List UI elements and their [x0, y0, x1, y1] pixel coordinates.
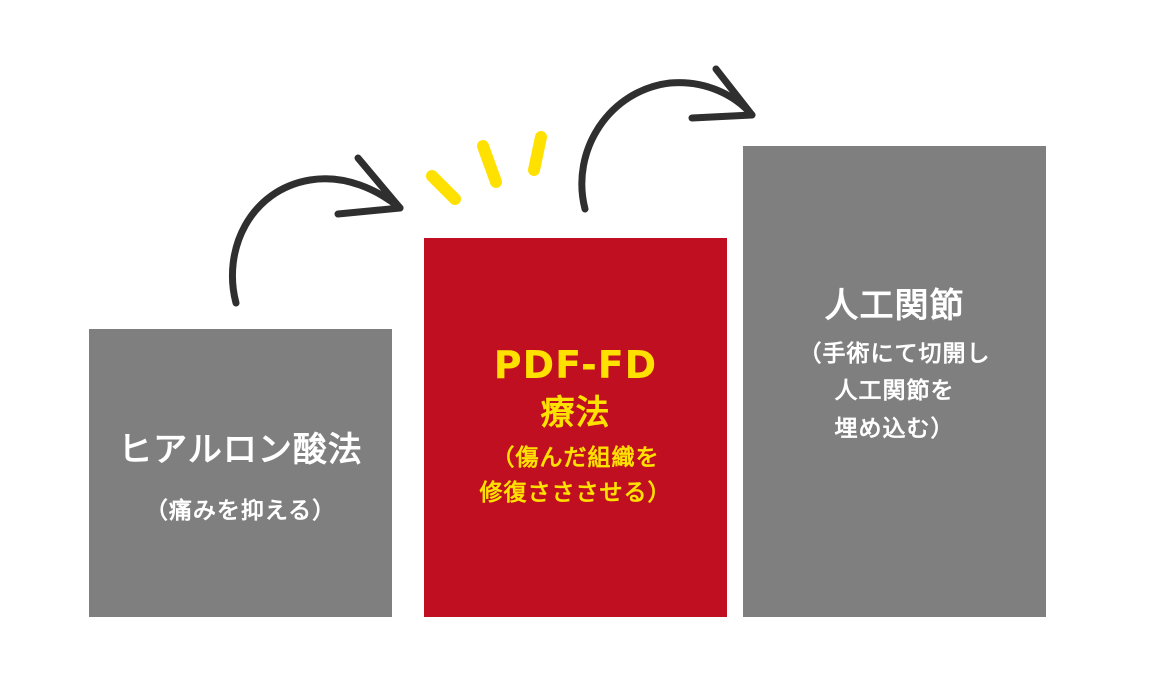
step-title: ヒアルロン酸法 — [118, 430, 363, 471]
subtitle-line: （傷んだ組織を — [491, 444, 660, 471]
step-title: 人工関節 — [824, 286, 965, 326]
subtitle-line: （手術にて切開し — [798, 341, 991, 368]
subtitle-line: 人工関節を — [834, 378, 955, 405]
step-subtitle: （痛みを抑える） — [145, 494, 336, 530]
subtitle-line: 修復さささせる） — [479, 480, 672, 507]
highlight-burst-icon — [426, 131, 547, 205]
step-subtitle: （傷んだ組織を 修復さささせる） — [480, 441, 672, 512]
curved-arrow-icon — [578, 65, 756, 213]
step-title-en: PDF-FD — [493, 342, 658, 387]
subtitle-line: 埋め込む） — [834, 415, 955, 442]
subtitle-line: （痛みを抑える） — [144, 498, 337, 525]
step-title: 療法 — [540, 392, 611, 433]
curved-arrow-icon — [229, 154, 404, 307]
step-subtitle: （手術にて切開し 人工関節を 埋め込む） — [799, 336, 991, 448]
step-pdf-fd-therapy: PDF-FD 療法 （傷んだ組織を 修復さささせる） — [424, 238, 727, 617]
step-hyaluronic-acid: ヒアルロン酸法 （痛みを抑える） — [89, 329, 392, 617]
step-artificial-joint: 人工関節 （手術にて切開し 人工関節を 埋め込む） — [743, 146, 1046, 617]
